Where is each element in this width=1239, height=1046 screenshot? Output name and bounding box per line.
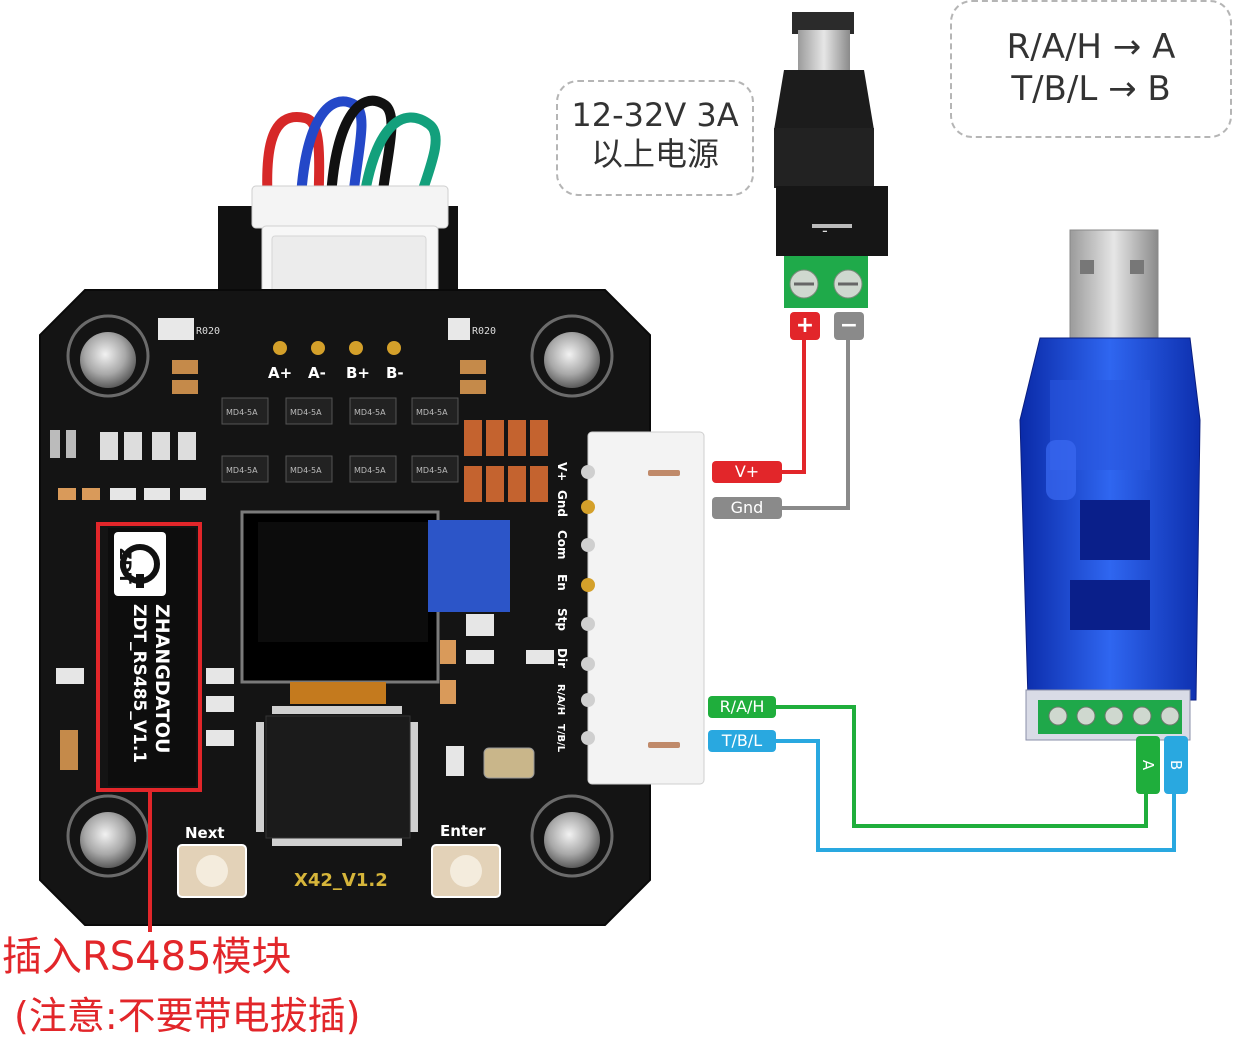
converter-a-label: A [1139,759,1157,771]
board-buttons [177,844,501,898]
board-version: X42_V1.2 [294,870,388,891]
rah-tag: R/A/H [708,696,776,718]
side-pin-en: En [555,574,569,591]
next-label: Next [185,824,225,842]
plug-minus-tag: − [834,312,864,340]
resistor-label-right: R020 [472,326,496,337]
resistor-label-left: R020 [196,326,220,337]
power-note-line2: 以上电源 [590,135,719,173]
insert-module-annotation: 插入RS485模块 [2,934,292,980]
plug-minus-mark: - [822,221,828,240]
mapping-line2: T/B/L → B [1011,69,1171,109]
chip-label-5: MD4-5A [226,466,258,475]
mapping-line1: R/A/H → A [1006,27,1176,67]
wire-vplus [782,340,806,474]
chip-label-2: MD4-5A [290,408,322,417]
chip-label-8: MD4-5A [416,466,448,475]
wire-gnd [782,340,850,510]
chip-label-6: MD4-5A [290,466,322,475]
enter-label: Enter [440,822,486,840]
module-logo-text: ZDT [116,548,135,584]
plug-plus-tag: + [790,312,820,340]
motor-pin-b-minus: B- [386,364,404,382]
chip-label-7: MD4-5A [354,466,386,475]
side-pin-labels: V+ Gnd Com En Stp Dir R/A/H T/B/L [555,462,569,753]
chip-label-4: MD4-5A [416,408,448,417]
side-pin-com: Com [555,530,569,560]
power-note: 12-32V 3A 以上电源 [556,80,754,196]
wire-a [776,705,1148,828]
motor-pin-pads [273,341,401,355]
hot-plug-warning: (注意:不要带电拔插) [14,994,361,1038]
vplus-tag: V+ [712,461,782,483]
screws [66,314,614,878]
module-brand: ZHANGDATOU [151,604,173,753]
gnd-tag: Gnd [712,497,782,519]
motor-pin-b-plus: B+ [346,364,370,382]
usb-rs485-converter [1019,229,1201,741]
tbl-tag: T/B/L [708,730,776,752]
side-pin-vplus: V+ [555,462,569,481]
rs485-module: ZDT ZHANGDATOU ZDT_RS485_V1.1 [108,528,196,786]
mcu-chip [256,706,418,846]
motor-pin-labels: A+ A- B+ B- [268,364,404,382]
wires [776,340,1176,852]
motor-pin-a-minus: A- [308,364,326,382]
side-pin-gnd: Gnd [555,490,569,517]
power-note-line1: 12-32V 3A [571,96,739,134]
chip-label-1: MD4-5A [226,408,258,417]
pin-mapping-note: R/A/H → A T/B/L → B [950,0,1232,138]
oled-display [240,510,510,704]
pcb-components: R020 R020 MD4-5A MD4-5A MD4-5A MD4-5A MD… [50,318,554,779]
side-pin-tbl: T/B/L [555,724,566,753]
side-pin-dir: Dir [555,648,569,668]
side-connector [587,431,705,785]
dc-power-plug: - [774,12,888,308]
converter-b-label: B [1167,759,1185,771]
motor-pin-a-plus: A+ [268,364,292,382]
side-pin-rah: R/A/H [555,684,566,715]
chip-label-3: MD4-5A [354,408,386,417]
converter-a-tag: A [1136,736,1160,794]
wire-b [776,739,1176,852]
module-model: ZDT_RS485_V1.1 [129,604,149,763]
side-pin-stp: Stp [555,608,569,631]
converter-b-tag: B [1164,736,1188,794]
side-pin-pads [581,465,595,745]
